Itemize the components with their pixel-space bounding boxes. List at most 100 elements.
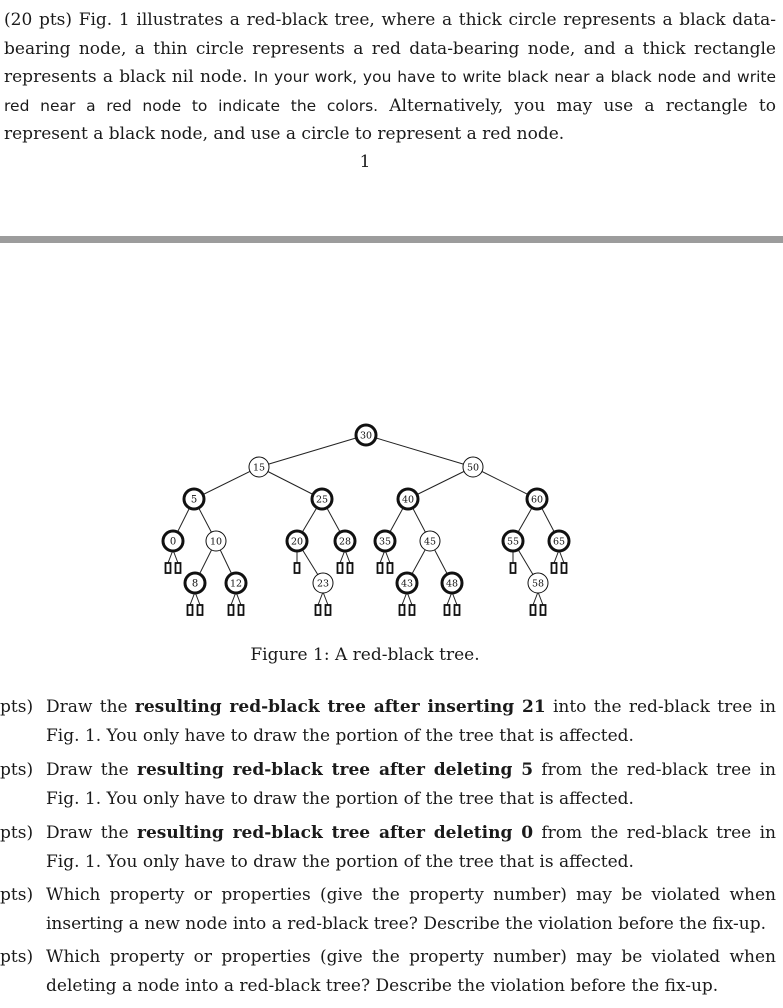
- tree-node-label: 28: [339, 537, 351, 548]
- tree-node-55-black: [501, 529, 525, 553]
- tree-node-35-black: [373, 529, 397, 553]
- nil-edge-23-1: [322, 591, 329, 606]
- nil-node-8-0: [186, 604, 194, 616]
- nil-node-28-0: [336, 562, 344, 574]
- nil-node-58-0: [529, 604, 537, 616]
- page-number: 1: [359, 152, 371, 172]
- nil-edge-58-1: [537, 591, 544, 606]
- tree-node-20-black: [285, 529, 309, 553]
- tree-node-25-black: [310, 487, 334, 511]
- tree-nil-nodes: [164, 562, 568, 616]
- tree-node-label: 25: [316, 495, 328, 506]
- nil-node-23-1: [324, 604, 332, 616]
- nil-node-20-0: [293, 562, 301, 574]
- nil-node-65-1: [560, 562, 568, 574]
- tree-node-label: 20: [291, 537, 303, 548]
- question-points: pts): [0, 697, 34, 717]
- figure-caption: Figure 1: A red-black tree.: [250, 645, 480, 665]
- tree-node-label: 48: [446, 579, 458, 590]
- tree-node-label: 30: [360, 431, 372, 442]
- tree-node-label: 45: [424, 537, 436, 548]
- tree-edge-30-50: [365, 434, 474, 468]
- tree-node-65-black: [547, 529, 571, 553]
- nil-node-35-1: [386, 562, 394, 574]
- tree-node-43-black: [395, 571, 419, 595]
- tree-node-60-black: [525, 487, 549, 511]
- tree-node-label: 0: [170, 537, 176, 548]
- nil-node-12-1: [237, 604, 245, 616]
- tree-node-28-black: [333, 529, 357, 553]
- tree-node-12-black: [224, 571, 248, 595]
- tree-node-48-black: [440, 571, 464, 595]
- tree-node-10-red: [205, 530, 227, 552]
- nil-node-43-0: [398, 604, 406, 616]
- tree-node-label: 50: [467, 463, 479, 474]
- tree-node-label: 40: [402, 495, 414, 506]
- question-pre: Draw the: [46, 697, 135, 717]
- tree-node-label: 58: [532, 579, 544, 590]
- question-bold: resulting red-black tree after deleting …: [137, 760, 534, 780]
- nil-edge-58-0: [532, 591, 539, 606]
- nil-node-48-1: [453, 604, 461, 616]
- tree-node-label: 12: [230, 579, 242, 590]
- tree-node-23-red: [312, 572, 334, 594]
- tree-node-label: 60: [531, 495, 543, 506]
- tree-node-label: 43: [401, 579, 413, 590]
- tree-node-0-black: [161, 529, 185, 553]
- tree-node-label: 5: [191, 495, 197, 506]
- intro-text-2: Alternatively, you may use a rectangle t…: [4, 95, 776, 145]
- question-points: pts): [0, 885, 34, 905]
- nil-node-12-0: [227, 604, 235, 616]
- tree-node-8-black: [183, 571, 207, 595]
- question-post: from the red-black tree in Fig. 1. You o…: [46, 760, 776, 809]
- question-pre: Which property or properties (give the p…: [46, 885, 776, 934]
- tree-edge-15-25: [258, 466, 323, 500]
- question-text: Which property or properties (give the p…: [46, 881, 776, 938]
- tree-edge-50-60: [472, 466, 538, 500]
- nil-node-55-0: [509, 562, 517, 574]
- question-pre: Draw the: [46, 760, 137, 780]
- problem-intro: (20 pts) Fig. 1 illustrates a red-black …: [4, 6, 776, 149]
- nil-node-0-0: [164, 562, 172, 574]
- tree-node-5-black: [182, 487, 206, 511]
- nil-node-65-0: [550, 562, 558, 574]
- tree-node-label: 15: [253, 463, 265, 474]
- question-bold: resulting red-black tree after inserting…: [134, 697, 546, 717]
- nil-node-43-1: [408, 604, 416, 616]
- nil-node-0-1: [174, 562, 182, 574]
- intro-instruction: In your work, you have to write black ne…: [4, 68, 776, 115]
- question-text: Draw the resulting red-black tree after …: [46, 819, 776, 876]
- tree-node-label: 23: [317, 579, 329, 590]
- question-pre: Which property or properties (give the p…: [46, 947, 776, 996]
- tree-node-30-black: [354, 423, 378, 447]
- question-points: pts): [0, 760, 34, 780]
- nil-node-28-1: [346, 562, 354, 574]
- nil-node-8-1: [196, 604, 204, 616]
- tree-node-label: 10: [210, 537, 222, 548]
- question-text: Draw the resulting red-black tree after …: [46, 693, 776, 750]
- question-post: from the red-black tree in Fig. 1. You o…: [46, 823, 776, 872]
- nil-node-23-0: [314, 604, 322, 616]
- tree-edge-50-40: [407, 466, 474, 500]
- question-bold: resulting red-black tree after deleting …: [137, 823, 534, 843]
- tree-edge-30-15: [258, 434, 367, 468]
- nil-edge-23-0: [317, 591, 324, 606]
- question-post: into the red-black tree in Fig. 1. You o…: [46, 697, 776, 746]
- question-pre: Draw the: [46, 823, 137, 843]
- tree-node-58-red: [527, 572, 549, 594]
- tree-node-label: 35: [379, 537, 391, 548]
- nil-node-58-1: [539, 604, 547, 616]
- tree-node-50-red: [462, 456, 484, 478]
- nil-node-35-0: [376, 562, 384, 574]
- tree-node-label: 65: [553, 537, 565, 548]
- tree-edge-15-5: [193, 466, 260, 500]
- tree-node-15-red: [248, 456, 270, 478]
- tree-node-40-black: [396, 487, 420, 511]
- tree-node-label: 55: [507, 537, 519, 548]
- question-points: pts): [0, 823, 34, 843]
- page-divider: [0, 236, 783, 243]
- question-text: Draw the resulting red-black tree after …: [46, 756, 776, 813]
- intro-text-1: (20 pts) Fig. 1 illustrates a red-black …: [4, 10, 776, 87]
